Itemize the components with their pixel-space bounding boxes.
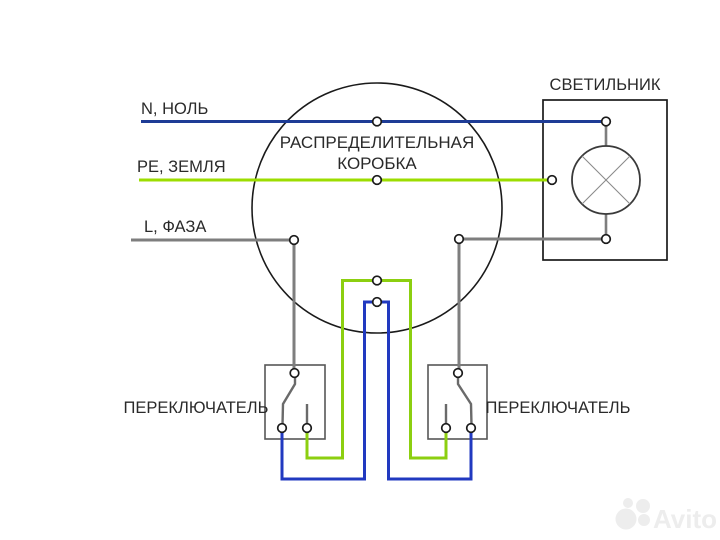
terminal-node-switch-right-contact-blue — [465, 422, 477, 434]
switch-right-label: ПЕРЕКЛЮЧАТЕЛЬ — [486, 399, 631, 417]
switch-left-label: ПЕРЕКЛЮЧАТЕЛЬ — [124, 399, 269, 417]
avito-logo-icon — [615, 498, 650, 530]
avito-watermark-text: Avito — [653, 504, 717, 534]
switch-right-lever — [456, 375, 473, 426]
light-fixture-label: СВЕТИЛЬНИК — [550, 76, 661, 94]
terminal-node-neutral-junction — [371, 116, 383, 127]
terminal-node-phase-junction-right — [453, 233, 465, 245]
phase-wire-label: L, ФАЗА — [144, 218, 206, 236]
traveler-wire-blue — [280, 300, 473, 481]
terminal-node-earth-junction — [371, 174, 383, 186]
terminal-node-switch-left-contact-green — [301, 422, 313, 434]
avito-watermark: Avito — [615, 498, 717, 534]
terminal-node-phase-junction-left — [288, 234, 300, 246]
terminal-node-switch-left-common — [289, 367, 300, 379]
terminal-node-traveler-green — [371, 275, 383, 286]
switch-left-lever — [281, 375, 297, 426]
neutral-wire-label: N, НОЛЬ — [141, 100, 208, 118]
terminal-node-fixture-neutral — [600, 116, 612, 127]
lamp-cross-diagonal-2 — [581, 155, 631, 205]
terminal-node-switch-right-common — [452, 367, 464, 379]
terminal-node-fixture-earth — [546, 174, 558, 186]
terminal-node-traveler-blue — [371, 296, 383, 308]
junction-box-label-line2: КОРОБКА — [337, 154, 417, 173]
phase-wire-to-left-switch — [131, 238, 296, 371]
terminal-node-fixture-phase — [600, 233, 612, 245]
earth-wire-label: PE, ЗЕМЛЯ — [137, 158, 226, 176]
junction-box-label-line1: РАСПРЕДЕЛИТЕЛЬНАЯ — [280, 133, 475, 152]
phase-wire-switch-to-lamp — [457, 237, 606, 371]
junction-box-circle — [251, 82, 503, 334]
terminal-node-switch-right-contact-green — [440, 422, 452, 434]
terminal-node-switch-left-contact-blue — [276, 422, 288, 434]
